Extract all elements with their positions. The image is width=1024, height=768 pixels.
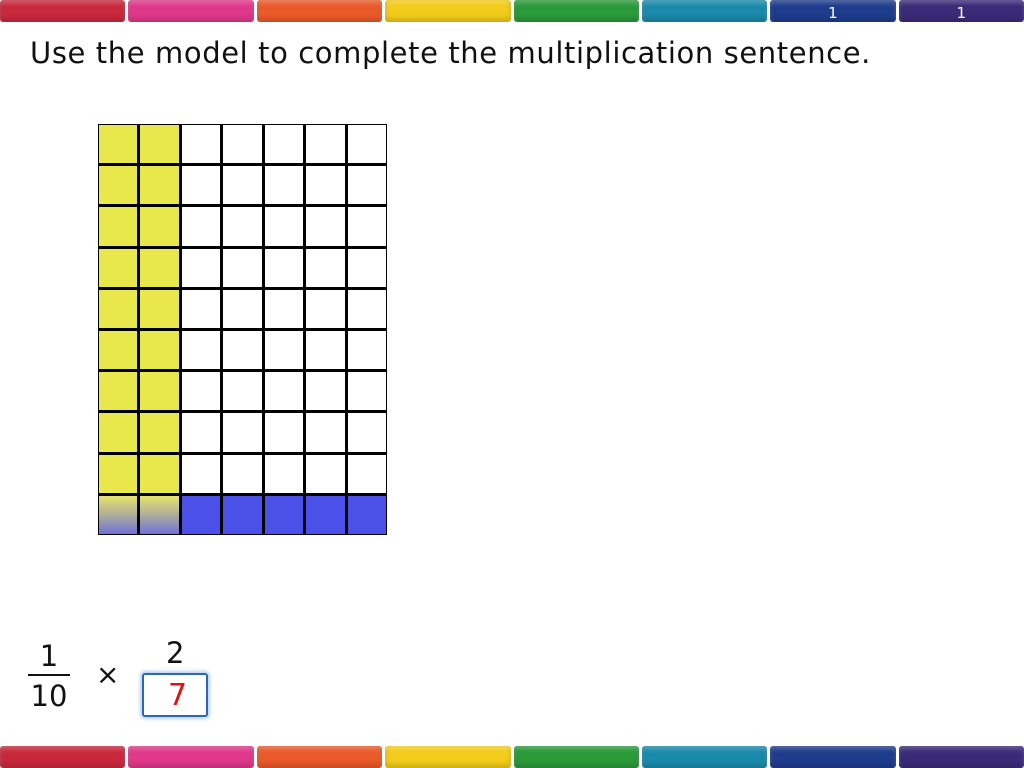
tab-number: 1	[956, 4, 967, 22]
grid-cell	[306, 413, 345, 452]
grid-cell	[99, 495, 138, 534]
grid-cell	[347, 125, 386, 164]
top-tab-1[interactable]	[0, 0, 126, 22]
grid-cell	[347, 207, 386, 246]
grid-cell	[99, 331, 138, 370]
grid-cell	[264, 495, 304, 534]
grid-cell	[347, 289, 386, 328]
area-model-grid	[98, 124, 387, 535]
grid-cell	[99, 207, 138, 246]
top-tab-5[interactable]	[513, 0, 639, 22]
grid-cell	[140, 331, 179, 370]
grid-cell	[181, 248, 221, 287]
grid-cell	[306, 454, 345, 493]
grid-cell	[223, 495, 262, 534]
grid-cell	[181, 125, 221, 164]
grid-cell	[181, 413, 221, 452]
bottom-tab-3[interactable]	[256, 746, 383, 768]
grid-cell	[223, 413, 262, 452]
grid-cell	[347, 454, 386, 493]
grid-cell	[264, 289, 304, 328]
grid-cell	[306, 248, 345, 287]
grid-cell	[140, 413, 179, 452]
grid-cell	[140, 289, 179, 328]
question-prompt: Use the model to complete the multiplica…	[30, 36, 871, 70]
bottom-tab-2[interactable]	[128, 746, 254, 768]
grid-cell	[223, 166, 262, 205]
grid-cell	[306, 331, 345, 370]
grid-cell	[99, 289, 138, 328]
bottom-tab-1[interactable]	[0, 746, 126, 768]
grid-cell	[140, 207, 179, 246]
grid-cell	[264, 454, 304, 493]
grid-cell	[181, 207, 221, 246]
top-tab-4[interactable]	[385, 0, 511, 22]
grid-cell	[223, 289, 262, 328]
grid-cell	[223, 207, 262, 246]
times-operator: ×	[96, 658, 120, 691]
grid-cell	[347, 166, 386, 205]
tab-number: 1	[828, 4, 838, 22]
bottom-tab-6[interactable]	[641, 746, 768, 768]
grid-cell	[181, 372, 221, 411]
grid-cell	[99, 454, 138, 493]
grid-cell	[347, 331, 386, 370]
grid-cell	[264, 248, 304, 287]
grid-cell	[347, 248, 386, 287]
grid-cell	[223, 331, 262, 370]
bottom-tab-5[interactable]	[513, 746, 639, 768]
left-fraction-numerator: 1	[39, 639, 59, 673]
grid-cell	[306, 289, 345, 328]
grid-cell	[264, 125, 304, 164]
grid-cell	[306, 372, 345, 411]
grid-cell	[347, 495, 386, 534]
grid-cell	[140, 166, 179, 205]
right-fraction-denominator-input[interactable]	[142, 673, 208, 717]
grid-cell	[264, 413, 304, 452]
grid-cell	[264, 166, 304, 205]
grid-cell	[140, 372, 179, 411]
grid-cell	[99, 248, 138, 287]
grid-cell	[140, 125, 179, 164]
grid-cell	[99, 125, 138, 164]
grid-cell	[99, 413, 138, 452]
left-fraction: 1 10	[28, 640, 70, 712]
right-fraction-numerator: 2	[166, 636, 185, 670]
grid-cell	[223, 125, 262, 164]
grid-cell	[264, 207, 304, 246]
top-tab-6[interactable]	[641, 0, 768, 22]
top-tab-7[interactable]: 1	[770, 0, 896, 22]
grid-cell	[181, 454, 221, 493]
grid-cell	[306, 207, 345, 246]
grid-cell	[181, 289, 221, 328]
grid-cell	[306, 495, 345, 534]
grid-cell	[264, 331, 304, 370]
left-fraction-denominator: 10	[30, 679, 68, 713]
top-tab-2[interactable]	[128, 0, 254, 22]
grid-cell	[264, 372, 304, 411]
bottom-tab-7[interactable]	[770, 746, 896, 768]
grid-cell	[181, 495, 221, 534]
grid-cell	[140, 495, 179, 534]
grid-cell	[347, 413, 386, 452]
left-fraction-bar	[28, 674, 70, 676]
grid-cell	[140, 248, 179, 287]
bottom-tab-strip	[0, 746, 1024, 768]
grid-cell	[223, 248, 262, 287]
top-tab-8[interactable]: 1	[898, 0, 1024, 22]
grid-cell	[140, 454, 179, 493]
grid-cell	[223, 454, 262, 493]
grid-cell	[306, 166, 345, 205]
bottom-tab-8[interactable]	[898, 746, 1024, 768]
top-tab-3[interactable]	[256, 0, 383, 22]
grid-cell	[99, 372, 138, 411]
grid-cell	[223, 372, 262, 411]
grid-cell	[181, 166, 221, 205]
grid-cell	[181, 331, 221, 370]
bottom-tab-4[interactable]	[385, 746, 511, 768]
grid-cell	[306, 125, 345, 164]
grid-cell	[99, 166, 138, 205]
grid-cell	[347, 372, 386, 411]
